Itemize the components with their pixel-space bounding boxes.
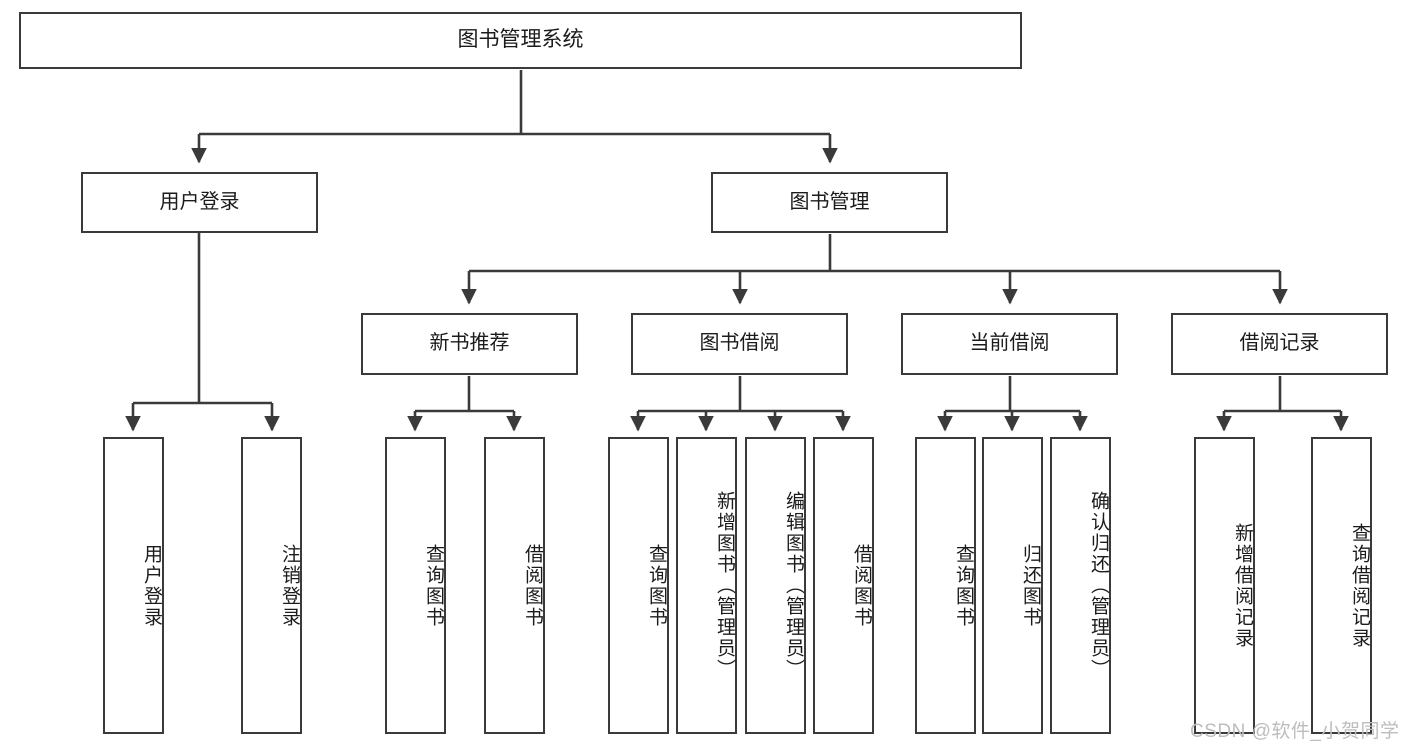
leaf-label: 借阅图书	[522, 543, 543, 628]
watermark-text: CSDN @软件_小贺同学	[1190, 721, 1400, 742]
leaf-label: 新增图书（管理员）	[714, 491, 735, 680]
leaf-label: 借阅图书	[851, 543, 872, 628]
leaf-confirm-return-admin[interactable]: 确认归还（管理员）	[1050, 437, 1111, 734]
leaf-label: 编辑图书（管理员）	[783, 491, 804, 680]
leaf-label: 查询借阅记录	[1349, 522, 1370, 649]
leaf-label: 注销登录	[279, 543, 300, 628]
leaf-label: 查询图书	[953, 543, 974, 628]
leaf-query-book-borrow[interactable]: 查询图书	[608, 437, 669, 734]
node-label: 图书管理系统	[457, 28, 584, 52]
node-label: 新书推荐	[429, 332, 510, 355]
node-root-system[interactable]: 图书管理系统	[19, 12, 1022, 69]
node-book-borrow[interactable]: 图书借阅	[631, 313, 848, 375]
node-book-management[interactable]: 图书管理	[711, 172, 948, 233]
node-label: 当前借阅	[969, 332, 1050, 355]
leaf-edit-book-admin[interactable]: 编辑图书（管理员）	[745, 437, 806, 734]
leaf-label: 新增借阅记录	[1232, 522, 1253, 649]
node-current-borrow[interactable]: 当前借阅	[901, 313, 1118, 375]
leaf-user-login[interactable]: 用户登录	[103, 437, 164, 734]
leaf-query-book-new[interactable]: 查询图书	[385, 437, 446, 734]
leaf-query-borrow-record[interactable]: 查询借阅记录	[1311, 437, 1372, 734]
node-label: 用户登录	[159, 190, 240, 213]
leaf-label: 查询图书	[646, 543, 667, 628]
leaf-add-borrow-record[interactable]: 新增借阅记录	[1194, 437, 1255, 734]
node-label: 借阅记录	[1239, 332, 1320, 355]
leaf-return-book[interactable]: 归还图书	[982, 437, 1043, 734]
leaf-logout[interactable]: 注销登录	[241, 437, 302, 734]
leaf-label: 用户登录	[141, 543, 162, 628]
leaf-borrow-book-new[interactable]: 借阅图书	[484, 437, 545, 734]
node-borrow-record[interactable]: 借阅记录	[1171, 313, 1388, 375]
leaf-borrow-book[interactable]: 借阅图书	[813, 437, 874, 734]
leaf-query-book-current[interactable]: 查询图书	[915, 437, 976, 734]
node-label: 图书借阅	[699, 332, 780, 355]
leaf-label: 查询图书	[423, 543, 444, 628]
csdn-watermark: CSDN @软件_小贺同学	[1190, 716, 1399, 743]
leaf-label: 确认归还（管理员）	[1088, 491, 1109, 680]
node-label: 图书管理	[789, 190, 870, 213]
node-user-login[interactable]: 用户登录	[81, 172, 318, 233]
leaf-label: 归还图书	[1020, 543, 1041, 628]
node-new-book-recommend[interactable]: 新书推荐	[361, 313, 578, 375]
leaf-add-book-admin[interactable]: 新增图书（管理员）	[676, 437, 737, 734]
